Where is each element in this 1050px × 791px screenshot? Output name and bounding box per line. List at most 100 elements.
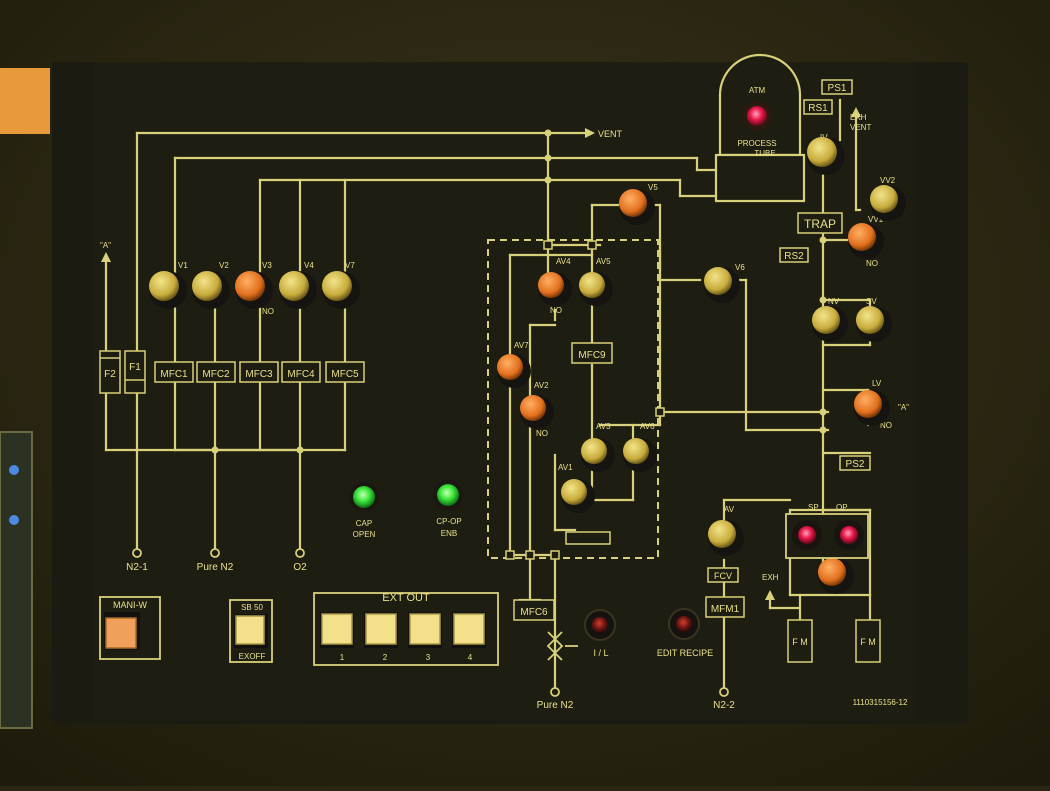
sb50-button[interactable] bbox=[235, 615, 265, 645]
piping bbox=[104, 98, 872, 692]
ext-out-buttons[interactable] bbox=[320, 612, 486, 648]
valve-v5[interactable] bbox=[619, 189, 655, 225]
f1-label: F1 bbox=[129, 362, 141, 373]
v6-label: V6 bbox=[735, 263, 745, 272]
v2-label: V2 bbox=[219, 261, 229, 270]
av2-label: AV2 bbox=[534, 381, 549, 390]
a-label-right: "A" bbox=[898, 403, 909, 412]
ext-out-4-label: 4 bbox=[468, 653, 473, 662]
cp-op-label-2: ENB bbox=[441, 529, 457, 538]
exh-arrow bbox=[765, 590, 775, 600]
valve-v4[interactable] bbox=[279, 271, 317, 309]
av4-no-label: NO bbox=[550, 306, 562, 315]
a-arrow bbox=[101, 252, 111, 262]
side-blue-light bbox=[9, 515, 19, 525]
valve-sv[interactable] bbox=[856, 306, 892, 342]
valve-lv[interactable] bbox=[854, 390, 890, 426]
valve-av[interactable] bbox=[708, 520, 744, 556]
rs2-label: RS2 bbox=[784, 251, 804, 262]
valve-av6[interactable] bbox=[623, 438, 657, 472]
n2-2-label: N2-2 bbox=[713, 700, 735, 711]
valve-v7[interactable] bbox=[322, 271, 360, 309]
mfc2-label: MFC2 bbox=[202, 369, 230, 380]
v5-label: V5 bbox=[648, 183, 658, 192]
process-tube-base bbox=[714, 153, 806, 203]
ext-out-3-button[interactable] bbox=[409, 613, 441, 645]
v7-label: V7 bbox=[345, 261, 355, 270]
trap-label: TRAP bbox=[804, 217, 836, 231]
valve-iv[interactable] bbox=[807, 137, 845, 175]
valves[interactable] bbox=[149, 137, 906, 594]
valve-v6[interactable] bbox=[704, 267, 740, 303]
atm-led bbox=[747, 106, 767, 126]
manifold-box bbox=[487, 239, 659, 559]
pure-n2-label: Pure N2 bbox=[197, 562, 234, 573]
junctions bbox=[505, 240, 665, 560]
valve-av4[interactable] bbox=[538, 272, 572, 306]
vv1-no-label: NO bbox=[866, 259, 878, 268]
cap-open-led bbox=[353, 486, 375, 508]
valve-nv[interactable] bbox=[812, 306, 848, 342]
vent-label: VENT bbox=[598, 129, 623, 139]
av3-label: AV3 bbox=[596, 422, 611, 431]
side-window bbox=[0, 431, 33, 729]
av7-label: AV7 bbox=[514, 341, 529, 350]
atm-label: ATM bbox=[749, 86, 766, 95]
sv-label: SV bbox=[866, 297, 877, 306]
valve-av5[interactable] bbox=[579, 272, 613, 306]
ext-out-4-button[interactable] bbox=[453, 613, 485, 645]
valve-av1[interactable] bbox=[561, 479, 595, 513]
av1-label: AV1 bbox=[558, 463, 573, 472]
cap-open-label-2: OPEN bbox=[353, 530, 376, 539]
sp-led bbox=[798, 526, 816, 544]
filter-symbols bbox=[100, 357, 145, 381]
mfc3-label: MFC3 bbox=[245, 369, 273, 380]
vv2-label: VV2 bbox=[880, 176, 896, 185]
vent-arrow bbox=[585, 128, 595, 138]
fm-left-label: F M bbox=[792, 637, 808, 647]
v3-label: V3 bbox=[262, 261, 272, 270]
cap-open-label: CAP bbox=[356, 519, 372, 528]
mani-w-label: MANI-W bbox=[113, 600, 147, 610]
ext-out-2-label: 2 bbox=[383, 653, 388, 662]
ext-out-2-button[interactable] bbox=[365, 613, 397, 645]
mani-w-button[interactable] bbox=[105, 617, 137, 649]
valve-v3[interactable] bbox=[235, 271, 273, 309]
orange-tag bbox=[0, 68, 50, 134]
f2-label: F2 bbox=[104, 369, 116, 380]
v3-no-label: NO bbox=[262, 307, 274, 316]
cp-op-led bbox=[437, 484, 459, 506]
il-led bbox=[592, 617, 608, 633]
v1-label: V1 bbox=[178, 261, 188, 270]
av2-no-label: NO bbox=[536, 429, 548, 438]
side-blue-light bbox=[9, 465, 19, 475]
av4-label: AV4 bbox=[556, 257, 571, 266]
lv-no-label: NO bbox=[880, 421, 892, 430]
process-tube-label: PROCESS bbox=[737, 139, 776, 148]
ext-out-1-button[interactable] bbox=[321, 613, 353, 645]
valve-av3[interactable] bbox=[581, 438, 615, 472]
valve-vv1[interactable] bbox=[848, 223, 884, 259]
valve-av7[interactable] bbox=[497, 354, 531, 388]
fm-right-label: F M bbox=[860, 637, 876, 647]
v4-label: V4 bbox=[304, 261, 314, 270]
ps2-label: PS2 bbox=[846, 459, 865, 470]
ext-out-label: EXT OUT bbox=[382, 592, 430, 604]
mfm1-label: MFM1 bbox=[711, 604, 740, 615]
lv-label: LV bbox=[872, 379, 882, 388]
vv1-label: VV1 bbox=[868, 215, 884, 224]
needle-valve-symbol bbox=[546, 631, 578, 661]
valve-v2[interactable] bbox=[192, 271, 230, 309]
ext-out-1-label: 1 bbox=[340, 653, 345, 662]
il-label: I / L bbox=[593, 648, 608, 658]
valve-av2[interactable] bbox=[520, 395, 554, 429]
label-boxes bbox=[99, 79, 881, 663]
ext-out-3-label: 3 bbox=[426, 653, 431, 662]
valve-exh-combo[interactable] bbox=[818, 558, 854, 594]
op-label: OP bbox=[836, 503, 848, 512]
o2-label: O2 bbox=[293, 562, 307, 573]
mfc5-label: MFC5 bbox=[331, 369, 359, 380]
valve-vv2[interactable] bbox=[870, 185, 906, 221]
valve-v1[interactable] bbox=[149, 271, 187, 309]
sb50-label: SB 50 bbox=[241, 603, 263, 612]
